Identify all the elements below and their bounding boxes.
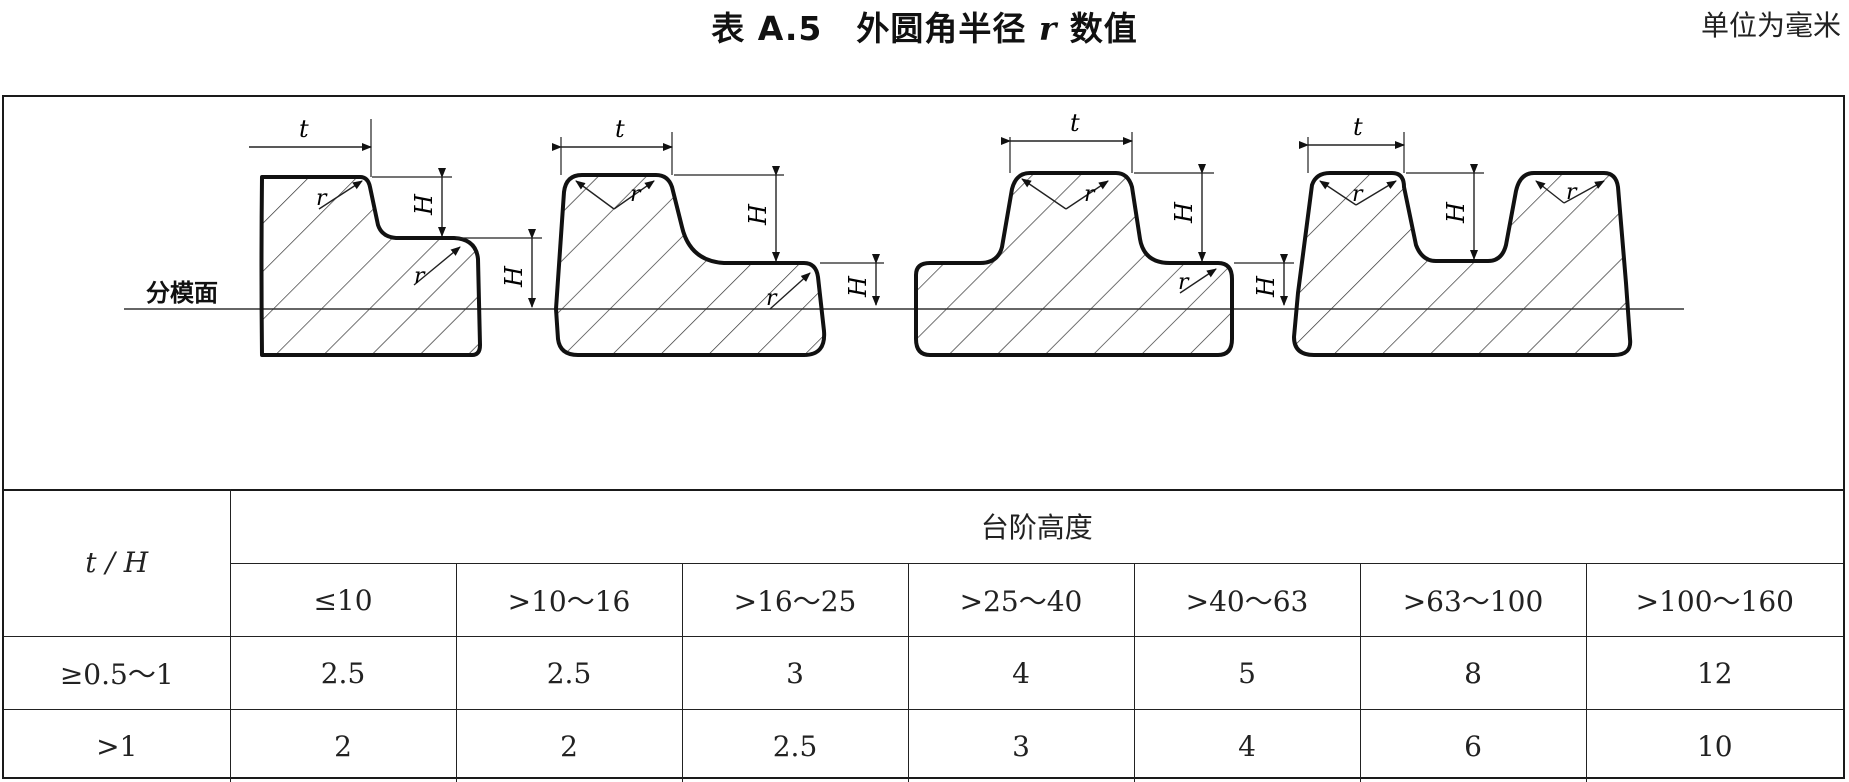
- table-cell: 12: [1586, 637, 1843, 710]
- dim-H-4: H: [1442, 201, 1470, 224]
- table-cell: 2.5: [456, 637, 682, 710]
- stub-header: t / H: [4, 489, 230, 637]
- row-label: >1: [4, 710, 230, 782]
- caption-variable: r: [1039, 9, 1057, 48]
- column-header: >16～25: [682, 564, 908, 637]
- dim-r-1: r: [316, 186, 328, 211]
- table-frame: 分模面 t H H r r t H: [2, 95, 1845, 779]
- column-header: >63～100: [1360, 564, 1586, 637]
- dim-H-1: H: [410, 193, 438, 216]
- table-cell: 2: [456, 710, 682, 782]
- dim-r-1b: r: [414, 264, 426, 289]
- dim-H-3: H: [1170, 201, 1198, 224]
- table-cell: 8: [1360, 637, 1586, 710]
- dim-r-3b: r: [1178, 270, 1190, 295]
- dim-t-3: t: [1070, 109, 1080, 137]
- table-cell: 3: [908, 710, 1134, 782]
- forging-section-3: [916, 173, 1232, 355]
- table-cell: 4: [908, 637, 1134, 710]
- table-cell: 4: [1134, 710, 1360, 782]
- section-diagram-svg: 分模面 t H H r r t H: [4, 97, 1843, 489]
- dim-H-2b: H: [844, 275, 872, 298]
- column-header: >10～16: [456, 564, 682, 637]
- table-caption: 表 A.5 外圆角半径 r 数值: [0, 2, 1849, 50]
- table-cell: 10: [1586, 710, 1843, 782]
- dim-H-1b: H: [500, 265, 528, 288]
- dim-r-4b: r: [1566, 180, 1578, 205]
- table-row: ≥0.5～1 2.5 2.5 3 4 5 8 12: [4, 637, 1843, 710]
- group-header: 台阶高度: [230, 489, 1843, 564]
- column-header-row: ≤10 >10～16 >16～25 >25～40 >40～63 >63～100 …: [4, 564, 1843, 637]
- forging-section-1: [262, 177, 481, 355]
- dim-r-2: r: [630, 182, 642, 207]
- row-label: ≥0.5～1: [4, 637, 230, 710]
- table-cell: 3: [682, 637, 908, 710]
- caption-prefix: 表 A.5 外圆角半径: [711, 9, 1039, 48]
- dim-t-4: t: [1353, 113, 1363, 141]
- column-header: >40～63: [1134, 564, 1360, 637]
- table-cell: 2.5: [682, 710, 908, 782]
- dim-H-3b: H: [1252, 275, 1280, 298]
- column-header: >100～160: [1586, 564, 1843, 637]
- table-cell: 2.5: [230, 637, 456, 710]
- dim-t-2: t: [615, 115, 625, 143]
- section-diagram: 分模面 t H H r r t H: [4, 97, 1843, 491]
- dim-r-4: r: [1352, 182, 1364, 207]
- dim-H-2: H: [744, 203, 772, 226]
- table-cell: 2: [230, 710, 456, 782]
- caption-suffix: 数值: [1057, 9, 1138, 48]
- column-header: ≤10: [230, 564, 456, 637]
- column-header: >25～40: [908, 564, 1134, 637]
- forging-section-4: [1294, 173, 1630, 355]
- table-row: >1 2 2 2.5 3 4 6 10: [4, 710, 1843, 782]
- table-cell: 6: [1360, 710, 1586, 782]
- dim-r-2b: r: [766, 286, 778, 311]
- radius-table: t / H 台阶高度 ≤10 >10～16 >16～25 >25～40 >40～…: [4, 489, 1843, 782]
- table-cell: 5: [1134, 637, 1360, 710]
- dim-t-1: t: [299, 115, 309, 143]
- dim-r-3: r: [1084, 182, 1096, 207]
- parting-line-label: 分模面: [146, 279, 218, 307]
- unit-note: 单位为毫米: [1701, 4, 1841, 44]
- forging-section-2: [556, 175, 824, 355]
